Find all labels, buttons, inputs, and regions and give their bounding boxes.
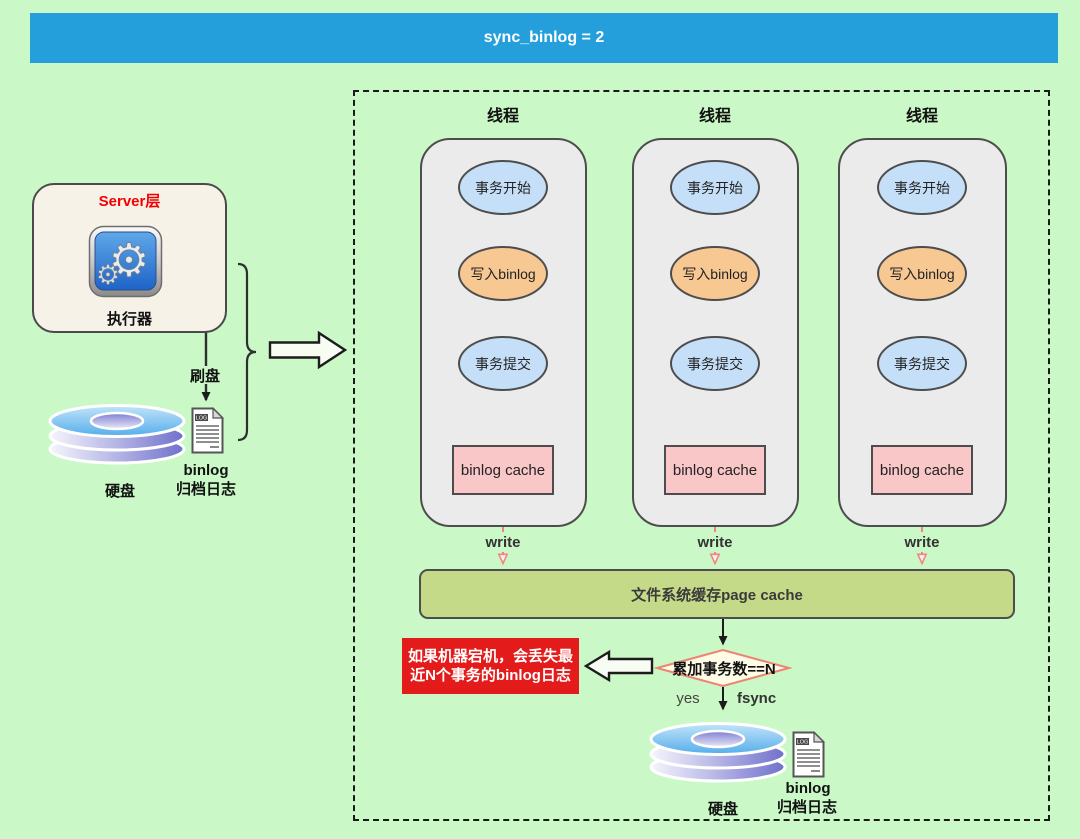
right-block-arrow bbox=[268, 330, 348, 370]
threads-region bbox=[353, 90, 1050, 821]
thread-3-binlog-cache: binlog cache bbox=[871, 445, 973, 495]
page-cache-label: 文件系统缓存page cache bbox=[631, 586, 803, 604]
banner: sync_binlog = 2 bbox=[30, 13, 1058, 63]
svg-text:⚙: ⚙ bbox=[96, 260, 120, 290]
page-cache-bar: 文件系统缓存page cache bbox=[419, 569, 1015, 619]
thread-1-write-label: write bbox=[463, 532, 543, 552]
log-document-icon: LOG bbox=[191, 407, 224, 454]
disk-icon bbox=[48, 404, 186, 465]
thread-3-write-binlog-node: 写入binlog bbox=[877, 246, 967, 301]
thread-1-write-binlog-node: 写入binlog bbox=[458, 246, 548, 301]
decision-fsync-label: fsync bbox=[737, 689, 777, 707]
thread-2-write-label: write bbox=[675, 532, 755, 552]
thread-1-binlog-cache: binlog cache bbox=[452, 445, 554, 495]
binlog-doc-label-2: 归档日志 bbox=[175, 480, 236, 498]
thread-3-write-label: write bbox=[882, 532, 962, 552]
thread-1-title: 线程 bbox=[486, 108, 519, 125]
disk-label: 硬盘 bbox=[104, 482, 135, 500]
banner-text: sync_binlog = 2 bbox=[483, 29, 605, 46]
bottom-doc-label-1: binlog bbox=[785, 779, 831, 797]
bottom-disk-label: 硬盘 bbox=[707, 800, 738, 818]
thread-2-write-binlog-node: 写入binlog bbox=[670, 246, 760, 301]
log-document-icon: LOG bbox=[792, 731, 825, 778]
flush-label: 刷盘 bbox=[179, 366, 231, 385]
disk-icon bbox=[649, 722, 787, 783]
svg-text:LOG: LOG bbox=[797, 740, 809, 746]
binlog-doc-label-1: binlog bbox=[183, 461, 229, 479]
thread-2-title: 线程 bbox=[698, 108, 731, 125]
thread-2-commit-node: 事务提交 bbox=[670, 336, 760, 391]
thread-3-title: 线程 bbox=[905, 108, 938, 125]
warning-line-2: 近N个事务的binlog日志 bbox=[410, 667, 571, 684]
bracket bbox=[237, 262, 257, 442]
thread-1-start-node: 事务开始 bbox=[458, 160, 548, 215]
executor-label: 执行器 bbox=[106, 310, 152, 328]
warning-line-1: 如果机器宕机，会丢失最 bbox=[407, 648, 573, 665]
server-layer-title: Server层 bbox=[98, 192, 161, 210]
warning-box: 如果机器宕机，会丢失最 近N个事务的binlog日志 bbox=[402, 638, 579, 694]
thread-3-start-node: 事务开始 bbox=[877, 160, 967, 215]
thread-2-binlog-cache: binlog cache bbox=[664, 445, 766, 495]
gears-app-icon: ⚙ ⚙ bbox=[88, 225, 163, 298]
thread-2-start-node: 事务开始 bbox=[670, 160, 760, 215]
bottom-doc-label-2: 归档日志 bbox=[776, 798, 837, 816]
svg-text:LOG: LOG bbox=[196, 416, 208, 422]
svg-text:⚙: ⚙ bbox=[108, 234, 149, 286]
decision-yes-label: yes bbox=[676, 689, 700, 707]
decision-label: 累加事务数==N bbox=[672, 660, 776, 678]
thread-1-commit-node: 事务提交 bbox=[458, 336, 548, 391]
thread-3-commit-node: 事务提交 bbox=[877, 336, 967, 391]
